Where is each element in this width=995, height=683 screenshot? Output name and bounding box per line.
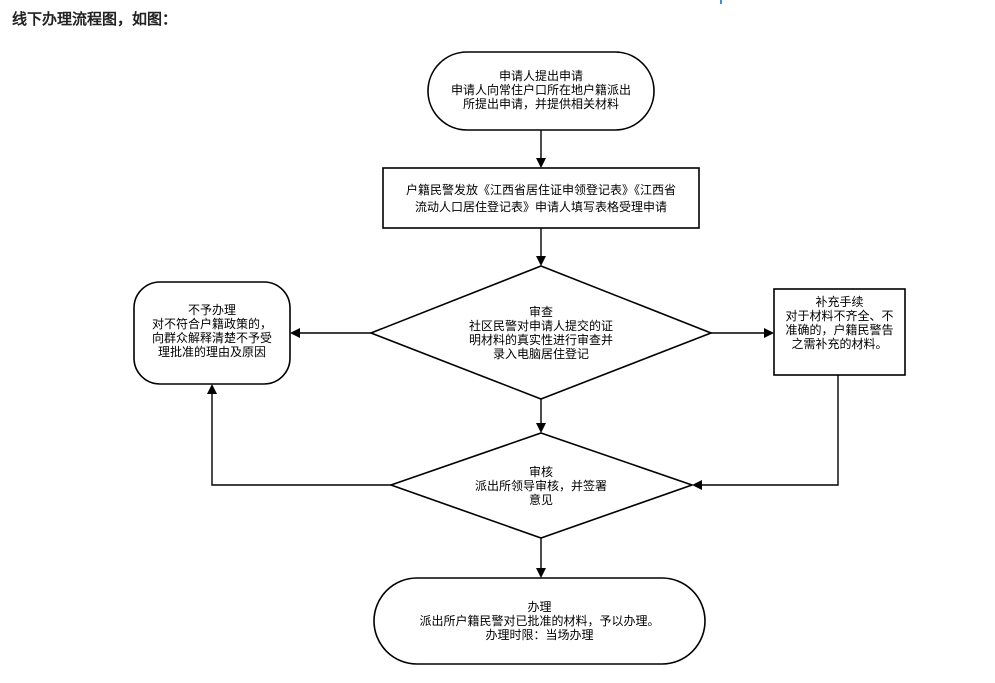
node-process-line: 办理时限：当场办理 [485,628,594,642]
page-heading: 线下办理流程图，如图： [12,10,178,28]
node-review-line: 录入电脑居住登记 [492,347,589,361]
node-reject-line: 对不符合户籍政策的， [151,317,272,331]
node-approve-line: 意见 [528,493,553,507]
node-review-line: 明材料的真实性进行审查并 [468,333,613,347]
node-issue-form-text: 户籍民警发放《江西省居住证申领登记表》《江西省 流动人口居住登记表》申请人填写表… [383,182,699,216]
node-review-text: 审查 社区民警对申请人提交的证 明材料的真实性进行审查并 录入电脑居住登记 [441,305,641,361]
node-apply-line: 所提出申请，并提供相关材料 [462,97,619,111]
node-supplement-text: 补充手续 对于材料不齐全、不 准确的，户籍民警告 之需补充的材料。 [774,295,905,351]
node-apply-title: 申请人提出申请 [498,69,583,83]
connectors [207,130,839,578]
node-review-shape [368,265,714,400]
node-apply-shape [427,51,655,131]
node-apply-text: 申请人提出申请 申请人向常住户口所在地户籍派出 所提出申请，并提供相关材料 [428,69,654,111]
node-issue-form-shape [382,167,700,229]
node-supplement-line: 之需补充的材料。 [791,337,888,351]
arrowhead-approve [536,423,546,433]
node-process-text: 办理 派出所户籍民警对已批准的材料，予以办理。 办理时限：当场办理 [374,600,705,642]
arrowhead-reject-up [207,384,217,394]
arrowhead-supplement [764,328,774,338]
node-reject-shape [133,281,291,385]
node-supplement-line: 对于材料不齐全、不 [785,309,894,323]
node-issue-form-line: 户籍民警发放《江西省居住证申领登记表》《江西省 [405,183,676,197]
node-reject-text: 不予办理 对不符合户籍政策的， 向群众解释清楚不予受 理批准的理由及原因 [134,303,290,359]
node-approve-text: 审核 派出所领导审核，并签署 意见 [451,465,631,507]
arrowhead-review [536,256,546,266]
edge-approve-to-reject [211,392,391,486]
node-approve-shape [388,432,695,539]
node-review-line: 社区民警对申请人提交的证 [468,319,613,333]
node-reject-line: 向群众解释清楚不予受 [151,331,272,345]
node-approve-line: 派出所领导审核，并签署 [474,479,607,493]
node-approve-title: 审核 [528,465,553,479]
node-reject-title: 不予办理 [187,303,236,317]
edge-supplement-to-approve [700,375,839,486]
arrowhead-issue [536,158,546,168]
node-supplement-title: 补充手续 [815,295,864,309]
arrowhead-process [536,568,546,578]
node-supplement-line: 准确的，户籍民警告 [785,323,894,337]
node-reject-line: 理批准的理由及原因 [157,345,266,359]
arrowhead-reject [290,328,300,338]
node-process-line: 派出所户籍民警对已批准的材料，予以办理。 [419,614,660,628]
node-apply-line: 申请人向常住户口所在地户籍派出 [450,83,631,97]
accent-mark [720,0,722,4]
node-issue-form-line: 流动人口居住登记表》申请人填写表格受理申请 [414,200,667,214]
node-review-title: 审查 [528,305,553,319]
node-process-title: 办理 [527,600,552,614]
node-supplement-shape [773,288,906,376]
node-process-shape [373,577,706,665]
arrowhead-approve-right [692,480,702,490]
